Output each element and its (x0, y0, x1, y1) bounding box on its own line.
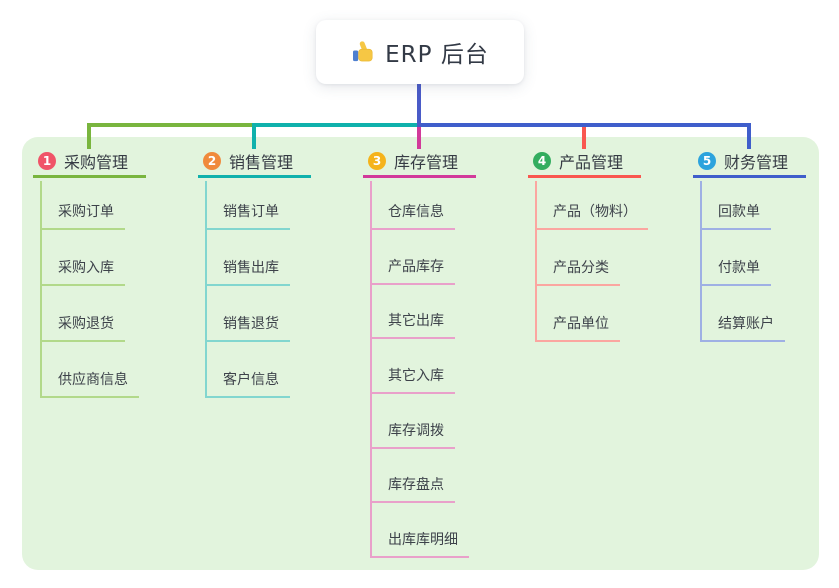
child-node[interactable]: 供应商信息 (33, 342, 203, 398)
branch-title-label: 财务管理 (724, 152, 789, 172)
child-node[interactable]: 产品单位 (528, 286, 698, 342)
child-node[interactable]: 销售出库 (198, 230, 368, 286)
child-node[interactable]: 出库库明细 (363, 503, 533, 559)
branch-children: 仓库信息产品库存其它出库其它入库库存调拨库存盘点出库库明细 (363, 175, 533, 559)
branch-title-label: 采购管理 (64, 152, 129, 172)
child-node-label: 采购入库 (40, 257, 125, 286)
branch-trunk-line (205, 181, 207, 398)
child-node[interactable]: 结算账户 (693, 286, 839, 342)
child-node[interactable]: 采购订单 (33, 174, 203, 230)
child-node[interactable]: 客户信息 (198, 342, 368, 398)
thumbs-up-icon (351, 40, 375, 64)
branch-trunk-line (535, 181, 537, 342)
child-node-label: 库存盘点 (370, 474, 455, 504)
branch-title[interactable]: 2 销售管理 (198, 146, 311, 178)
branch-trunk-line (370, 181, 372, 559)
child-node[interactable]: 库存调拨 (363, 394, 533, 449)
child-node[interactable]: 销售退货 (198, 286, 368, 342)
child-node-label: 库存调拨 (370, 420, 455, 449)
child-node-label: 销售退货 (205, 313, 290, 342)
child-node[interactable]: 回款单 (693, 174, 839, 230)
child-node-label: 其它入库 (370, 365, 455, 395)
child-node[interactable]: 采购退货 (33, 286, 203, 342)
branch-title-label: 库存管理 (394, 152, 459, 172)
child-node-label: 产品（物料） (535, 201, 648, 230)
child-node[interactable]: 采购入库 (33, 230, 203, 286)
branch-title-label: 销售管理 (229, 152, 294, 172)
branch-销售管理: 2 销售管理销售订单销售出库销售退货客户信息 (198, 146, 368, 398)
child-node[interactable]: 其它入库 (363, 339, 533, 395)
child-node-label: 结算账户 (700, 313, 785, 342)
child-node[interactable]: 其它出库 (363, 285, 533, 340)
child-node[interactable]: 付款单 (693, 230, 839, 286)
child-node[interactable]: 库存盘点 (363, 449, 533, 504)
branch-number-badge: 2 (203, 151, 221, 170)
branch-title[interactable]: 5 财务管理 (693, 146, 806, 178)
branch-title-label: 产品管理 (559, 152, 624, 172)
branch-children: 销售订单销售出库销售退货客户信息 (198, 174, 368, 398)
child-node-label: 采购订单 (40, 201, 125, 230)
branch-trunk-line (700, 181, 702, 342)
child-node-label: 付款单 (700, 257, 771, 286)
branch-number-badge: 5 (698, 151, 716, 170)
branch-采购管理: 1 采购管理采购订单采购入库采购退货供应商信息 (33, 146, 203, 398)
branch-number-badge: 3 (368, 151, 386, 170)
branch-trunk-line (40, 181, 42, 398)
child-node-label: 回款单 (700, 201, 771, 230)
child-node-label: 出库库明细 (370, 529, 469, 559)
branch-children: 产品（物料） 产品分类产品单位 (528, 174, 698, 342)
branch-库存管理: 3 库存管理仓库信息产品库存其它出库其它入库库存调拨库存盘点出库库明细 (363, 146, 533, 559)
branch-title[interactable]: 3 库存管理 (363, 146, 476, 178)
branch-title[interactable]: 4 产品管理 (528, 146, 641, 178)
root-node-erp[interactable]: ERP 后台 (316, 20, 524, 84)
child-node[interactable]: 产品分类 (528, 230, 698, 286)
child-node-label: 销售订单 (205, 201, 290, 230)
mindmap-background-panel (22, 137, 819, 570)
child-node-label: 产品分类 (535, 257, 620, 286)
branch-children: 回款单付款单结算账户 (693, 174, 839, 342)
branch-number-badge: 1 (38, 151, 56, 170)
branch-产品管理: 4 产品管理产品（物料） 产品分类产品单位 (528, 146, 698, 342)
branch-number-badge: 4 (533, 151, 551, 170)
child-node[interactable]: 产品库存 (363, 230, 533, 285)
child-node-label: 采购退货 (40, 313, 125, 342)
child-node-label: 产品库存 (370, 256, 455, 285)
child-node-label: 仓库信息 (370, 201, 455, 230)
child-node-label: 销售出库 (205, 257, 290, 286)
branch-title[interactable]: 1 采购管理 (33, 146, 146, 178)
child-node-label: 产品单位 (535, 313, 620, 342)
child-node-label: 供应商信息 (40, 369, 139, 398)
child-node[interactable]: 仓库信息 (363, 175, 533, 230)
root-node-title: ERP 后台 (385, 42, 489, 68)
child-node-label: 其它出库 (370, 310, 455, 340)
child-node[interactable]: 产品（物料） (528, 174, 698, 230)
branch-children: 采购订单采购入库采购退货供应商信息 (33, 174, 203, 398)
child-node[interactable]: 销售订单 (198, 174, 368, 230)
branch-财务管理: 5 财务管理回款单付款单结算账户 (693, 146, 839, 342)
child-node-label: 客户信息 (205, 369, 290, 398)
